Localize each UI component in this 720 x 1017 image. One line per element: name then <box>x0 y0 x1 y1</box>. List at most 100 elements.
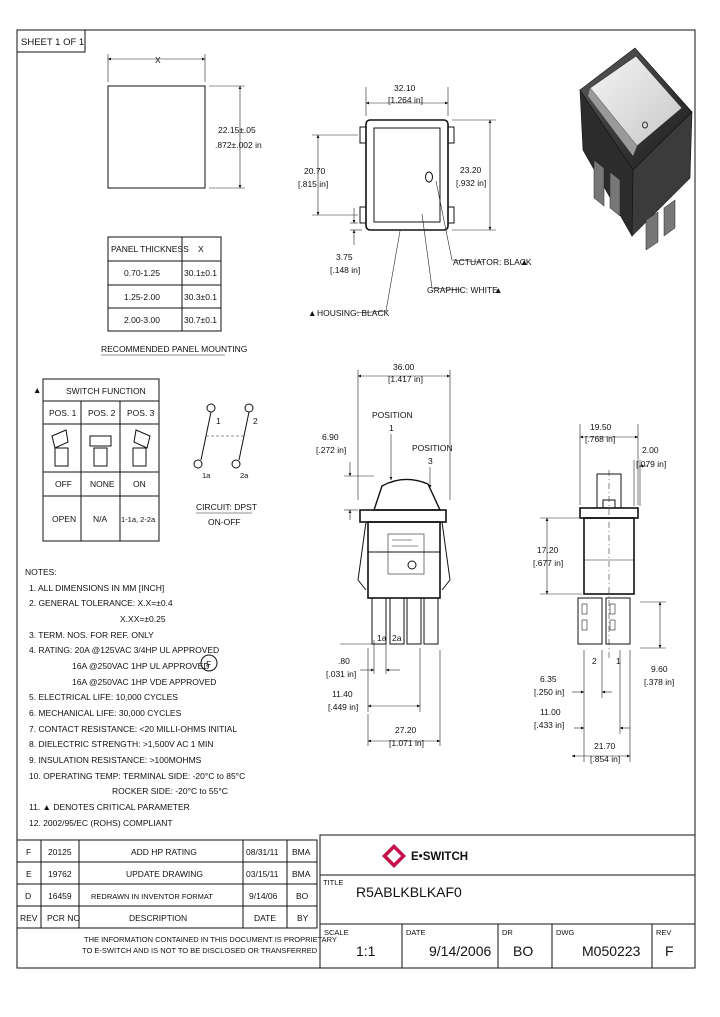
panel-thickness-table: PANEL THICKNESS X 0.70-1.25 30.1±0.1 1.2… <box>101 236 247 356</box>
panel-caption: RECOMMENDED PANEL MOUNTING <box>101 344 247 354</box>
rev-cell: E <box>26 869 32 879</box>
rev-cell: ADD HP RATING <box>131 847 197 857</box>
front-width-in: [1.264 in] <box>388 95 423 105</box>
revision-table: F 20125 ADD HP RATING 08/31/11 BMA E 197… <box>16 839 337 955</box>
date-value: 9/14/2006 <box>429 943 491 959</box>
circuit-label: 2 <box>253 416 258 426</box>
f-circle-icon <box>200 654 218 672</box>
critical-marker: ▲ <box>33 385 41 395</box>
end-width-in: [.768 in] <box>585 434 615 444</box>
critical-marker: ▲ <box>520 257 528 267</box>
side-view: 1a 2a 36.00 [1.417 in] 6.90 [.272 in] PO… <box>316 362 453 748</box>
end-overall-in: [.854 in] <box>590 754 620 764</box>
table-header-x: X <box>198 244 204 254</box>
end-top-in: [.079 in] <box>636 459 666 469</box>
eswitch-logo-inner-icon <box>387 849 401 863</box>
front-view: 32.10 [1.264 in] 23.20 [.932 in] 20.70 [… <box>298 83 532 318</box>
front-width-mm: 32.10 <box>394 83 416 93</box>
end-pin-mm: 6.35 <box>540 674 557 684</box>
rev-cell: 16459 <box>48 891 72 901</box>
note-line: 16A @250VAC 1HP VDE APPROVED <box>72 677 216 687</box>
dr-value: BO <box>513 943 533 959</box>
title-block: E•SWITCH TITLE R5ABLKBLKAF0 SCALE 1:1 DA… <box>319 834 696 969</box>
end-pin2-mm: 11.00 <box>540 707 561 717</box>
position-3-num: 3 <box>428 456 433 466</box>
base-mm: 27.20 <box>395 725 417 735</box>
notes: NOTES: 1. ALL DIMENSIONS IN MM [INCH] 2.… <box>25 567 245 828</box>
rev-cell: BO <box>296 891 309 901</box>
table-cell: 30.1±0.1 <box>184 268 217 278</box>
sf-header: POS. 3 <box>127 408 155 418</box>
end-view: 19.50 [.768 in] 2.00 [.079 in] 17.20 [.6… <box>533 422 674 764</box>
panel-height-dim: 22.15±.05 <box>218 125 256 135</box>
terminal-label-2a: 2a <box>392 633 402 643</box>
proprietary-line: THE INFORMATION CONTAINED IN THIS DOCUME… <box>84 935 337 944</box>
note-line: ROCKER SIDE: -20°C to 55°C <box>112 786 228 796</box>
position-1-num: 1 <box>389 423 394 433</box>
note-line: 12. 2002/95/EC (ROHS) COMPLIANT <box>29 818 173 828</box>
circuit-symbol: 1 2 1a 2a CIRCUIT: DPST ON-OFF <box>193 403 258 527</box>
panel-height-dim-in: .872±.002 in <box>215 140 262 150</box>
side-width-mm: 36.00 <box>393 362 415 372</box>
rev-cell: 9/14/06 <box>249 891 278 901</box>
note-line: 4. RATING: 20A @125VAC 3/4HP UL APPROVED <box>29 645 219 655</box>
actuator-in: [.272 in] <box>316 445 346 455</box>
front-side-mm: 20.70 <box>304 166 326 176</box>
end-depth-mm: 9.60 <box>651 664 668 674</box>
end-overall-mm: 21.70 <box>594 741 616 751</box>
rev-cell: BMA <box>292 847 311 857</box>
end-pin-label-1: 1 <box>616 656 621 666</box>
note-line: 2. GENERAL TOLERANCE: X.X=±0.4 <box>29 598 173 608</box>
terminal-thick-mm: .80 <box>338 656 350 666</box>
rev-header: PCR NO <box>47 913 80 923</box>
sf-circuit: 1-1a, 2-2a <box>121 515 156 524</box>
front-bottom-in: [.148 in] <box>330 265 360 275</box>
rev-cell: BMA <box>292 869 311 879</box>
rev-cell: F <box>26 847 31 857</box>
title-label: TITLE <box>323 878 343 887</box>
circuit-caption-2: ON-OFF <box>208 517 241 527</box>
rev-cell: UPDATE DRAWING <box>126 869 203 879</box>
front-side-in: [.815 in] <box>298 179 328 189</box>
front-height-in: [.932 in] <box>456 178 486 188</box>
position-1-label: POSITION <box>372 410 413 420</box>
end-width-mm: 19.50 <box>590 422 612 432</box>
rev-value: F <box>665 943 674 959</box>
sf-state: ON <box>133 479 146 489</box>
terminal-span-mm: 11.40 <box>332 689 353 699</box>
drawing-title: R5ABLKBLKAF0 <box>356 884 462 900</box>
notes-title: NOTES: <box>25 567 57 577</box>
note-line: 6. MECHANICAL LIFE: 30,000 CYCLES <box>29 708 182 718</box>
housing-color: HOUSING: BLACK <box>317 308 390 318</box>
switch-function-table: ▲ SWITCH FUNCTION POS. 1 POS. 2 POS. 3 O… <box>33 378 160 542</box>
date-label: DATE <box>406 928 425 937</box>
switch-function-title: SWITCH FUNCTION <box>66 386 146 396</box>
end-top-mm: 2.00 <box>642 445 659 455</box>
rev-cell: REDRAWN IN INVENTOR FORMAT <box>91 892 213 901</box>
table-header-thickness: PANEL THICKNESS <box>111 244 189 254</box>
rocker-pos3-icon <box>132 429 151 467</box>
sheet-label-box <box>16 29 86 53</box>
graphic-color: GRAPHIC: WHITE <box>427 285 498 295</box>
sf-state: OFF <box>55 479 72 489</box>
note-line: 8. DIELECTRIC STRENGTH: >1,500V AC 1 MIN <box>29 739 213 749</box>
sf-header: POS. 1 <box>49 408 77 418</box>
terminal-thick-in: [.031 in] <box>326 669 356 679</box>
note-line: 10. OPERATING TEMP: TERMINAL SIDE: -20°C… <box>29 771 245 781</box>
circuit-label: 2a <box>240 471 249 480</box>
rev-cell: D <box>25 891 31 901</box>
rev-cell: 08/31/11 <box>246 847 279 857</box>
end-pin-label-2: 2 <box>592 656 597 666</box>
circuit-label: 1 <box>216 416 221 426</box>
rocker-pos1-icon <box>51 429 69 467</box>
rev-header: DATE <box>254 913 276 923</box>
critical-marker: ▲ <box>308 308 316 318</box>
front-bottom-mm: 3.75 <box>336 252 353 262</box>
rev-header: DESCRIPTION <box>129 913 187 923</box>
critical-marker: ▲ <box>494 285 502 295</box>
rocker-pos2-icon <box>89 435 112 467</box>
f-symbol: F <box>206 659 211 669</box>
front-height-mm: 23.20 <box>460 165 482 175</box>
proprietary-line: TO E-SWITCH AND IS NOT TO BE DISCLOSED O… <box>82 946 318 955</box>
terminal-span-in: [.449 in] <box>328 702 358 712</box>
